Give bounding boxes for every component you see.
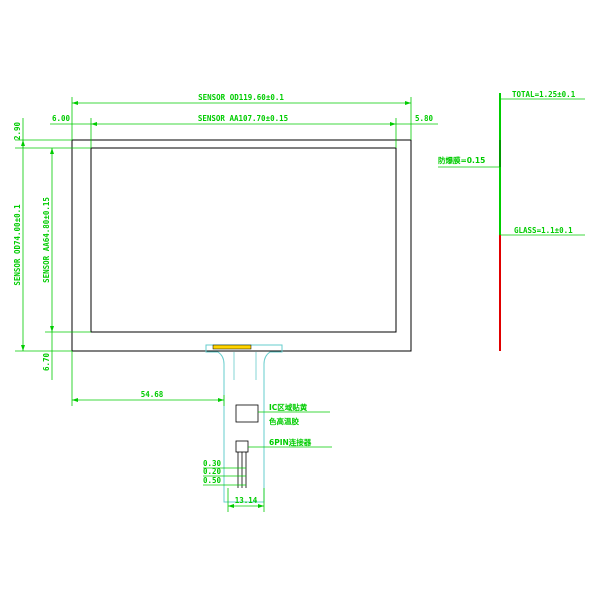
- top-margin-label: 2.90: [13, 121, 22, 140]
- ic-area-box: [235, 404, 259, 423]
- arrow: [390, 122, 396, 126]
- fpc-inner-line: [233, 352, 257, 380]
- pitch-label-1: 0.30: [203, 459, 222, 468]
- arrow: [218, 398, 224, 402]
- sensor-od-outline: [71, 139, 412, 352]
- drawing-geometry: [15, 93, 585, 512]
- side-film-label: 防爆膜=0.15: [438, 155, 485, 165]
- arrow: [50, 326, 54, 332]
- arrow: [228, 504, 234, 508]
- sensor-od-width-label: SENSOR OD119.60±0.1: [198, 93, 284, 102]
- arrow: [21, 140, 25, 146]
- fpc-width-label: 13.14: [235, 496, 258, 505]
- pitch-label-2: 0.20: [203, 467, 222, 476]
- connector-box: [235, 440, 249, 453]
- arrow: [258, 504, 264, 508]
- fpc-offset-label: 54.68: [141, 390, 164, 399]
- sensor-aa-width-label: SENSOR AA107.70±0.15: [198, 114, 288, 123]
- arrow: [72, 101, 78, 105]
- arrow: [72, 398, 78, 402]
- pitch-label-3: 0.50: [203, 476, 222, 485]
- sensor-od-height-label: SENSOR OD74.00±0.1: [13, 204, 22, 286]
- ic-area-note-line1: IC区域贴黄: [269, 402, 308, 412]
- yellow-stiffener: [212, 344, 252, 350]
- side-total-label: TOTAL=1.25±0.1: [512, 90, 576, 99]
- left-margin-label: 6.00: [52, 114, 71, 123]
- ic-area-note-line2: 色高温胶: [269, 416, 299, 426]
- bottom-margin-label: 6.70: [42, 352, 51, 371]
- sensor-aa-outline: [90, 147, 397, 333]
- sensor-aa-height-label: SENSOR AA64.80±0.15: [42, 197, 51, 283]
- arrow: [91, 122, 97, 126]
- arrow: [50, 148, 54, 154]
- connector-note: 6PIN连接器: [269, 437, 312, 447]
- right-margin-label: 5.80: [415, 114, 434, 123]
- arrow: [21, 345, 25, 351]
- arrow: [405, 101, 411, 105]
- side-glass-label: GLASS=1.1±0.1: [514, 226, 573, 235]
